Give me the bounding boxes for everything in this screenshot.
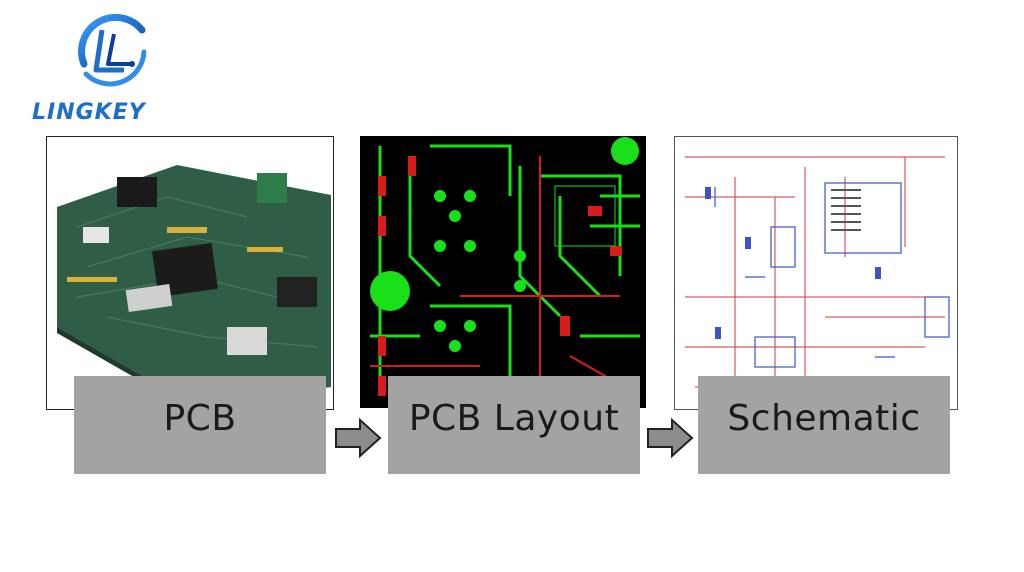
brand-logo: LINGKEY (32, 12, 192, 125)
pcb-layout-image (360, 136, 646, 408)
schematic-image (674, 136, 958, 410)
brand-name: LINGKEY (32, 100, 146, 125)
schematic-label: Schematic (727, 398, 921, 439)
pcb-photo-image (46, 136, 334, 410)
right-arrow-icon (647, 418, 694, 458)
pcb-layout-label-box: PCB Layout (388, 376, 640, 474)
lingkey-logo-icon (78, 13, 147, 87)
schematic-label-box: Schematic (698, 376, 950, 474)
pcb-layout-label: PCB Layout (408, 398, 620, 439)
pcb-label: PCB (163, 398, 237, 439)
right-arrow-icon (335, 418, 382, 458)
pcb-label-box: PCB (74, 376, 326, 474)
